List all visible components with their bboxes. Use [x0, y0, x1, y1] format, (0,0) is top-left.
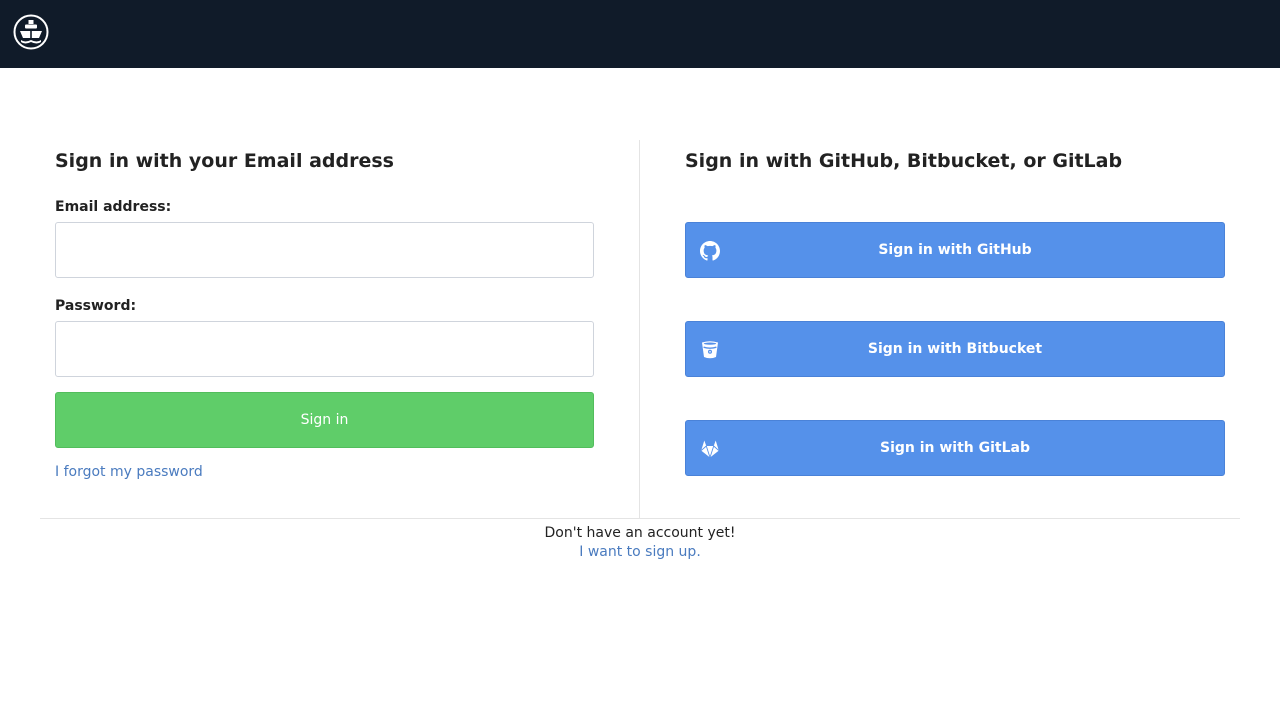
horizontal-divider	[40, 518, 1240, 519]
email-input[interactable]	[55, 222, 594, 278]
gitlab-signin-button[interactable]: Sign in with GitLab	[685, 420, 1225, 476]
forgot-password-link[interactable]: I forgot my password	[55, 464, 203, 480]
github-icon	[700, 241, 720, 261]
bitbucket-icon	[702, 341, 718, 359]
gitlab-signin-label: Sign in with GitLab	[879, 440, 1031, 456]
github-signin-button[interactable]: Sign in with GitHub	[685, 222, 1225, 278]
signup-link[interactable]: I want to sign up.	[579, 544, 701, 560]
ship-logo-icon[interactable]	[13, 14, 49, 50]
gitlab-icon	[700, 440, 720, 458]
oauth-signin-panel: Sign in with GitHub, Bitbucket, or GitLa…	[685, 140, 1225, 518]
email-signin-heading: Sign in with your Email address	[55, 150, 394, 172]
signup-container: I want to sign up.	[0, 544, 1280, 560]
bitbucket-signin-label: Sign in with Bitbucket	[867, 341, 1043, 357]
oauth-signin-heading: Sign in with GitHub, Bitbucket, or GitLa…	[685, 150, 1123, 172]
email-label: Email address:	[55, 199, 172, 215]
password-label: Password:	[55, 298, 137, 314]
no-account-text: Don't have an account yet!	[544, 525, 736, 541]
password-input[interactable]	[55, 321, 594, 377]
email-signin-panel: Sign in with your Email address Email ad…	[55, 140, 594, 518]
sign-in-button[interactable]: Sign in	[55, 392, 594, 448]
vertical-divider	[639, 140, 640, 518]
github-signin-label: Sign in with GitHub	[878, 242, 1032, 258]
top-navbar	[0, 0, 1280, 68]
bitbucket-signin-button[interactable]: Sign in with Bitbucket	[685, 321, 1225, 377]
